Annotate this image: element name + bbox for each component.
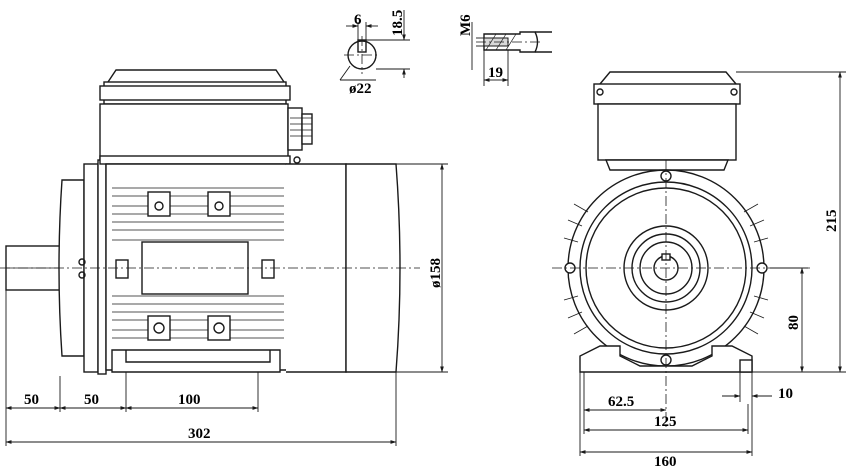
half-foot-spacing-label: 62.5 (608, 394, 634, 410)
keyway-depth-label: 18.5 (390, 10, 406, 36)
shaft-to-foot-label: 50 (84, 392, 99, 408)
overall-height-label: 215 (824, 210, 840, 233)
foot-thickness-label: 10 (778, 386, 793, 402)
foot-spacing-side-label: 100 (178, 392, 201, 408)
overall-length-label: 302 (188, 426, 211, 442)
thread-detail: M6 19 (458, 14, 552, 86)
shaft-length-label: 50 (24, 392, 39, 408)
overall-width-label: 160 (654, 454, 677, 469)
shaft-section-detail: 6 18.5 ø22 (339, 10, 410, 97)
motor-side-view (0, 69, 420, 375)
thread-size-label: M6 (458, 14, 474, 36)
foot-spacing-front-label: 125 (654, 414, 677, 430)
shaft-height-label: 80 (786, 315, 802, 330)
body-diameter-label: ø158 (428, 258, 444, 288)
front-view-dimensions: 215 80 10 62.5 125 160 (579, 71, 846, 469)
side-view-dimensions: 50 50 100 302 ø158 (5, 163, 448, 446)
motor-front-view (552, 71, 810, 430)
keyway-width-label: 6 (354, 12, 362, 28)
shaft-diameter-label: ø22 (349, 81, 372, 97)
thread-depth-label: 19 (488, 65, 503, 81)
